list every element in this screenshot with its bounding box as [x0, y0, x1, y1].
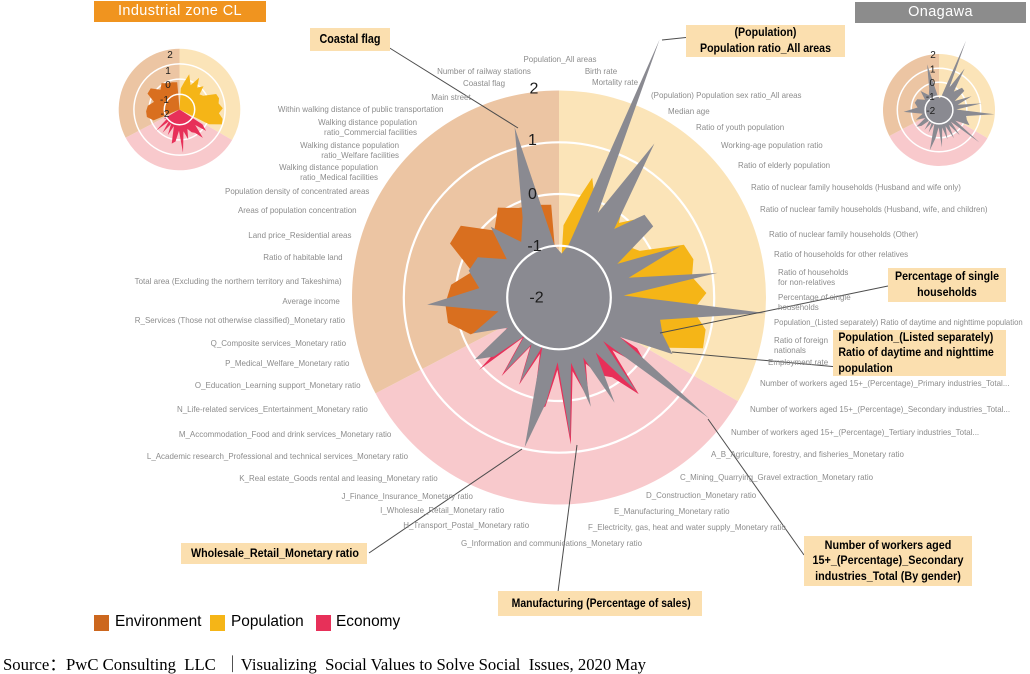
svg-text:-2: -2: [161, 109, 170, 120]
svg-text:2: 2: [530, 81, 539, 98]
svg-text:1: 1: [930, 64, 936, 75]
svg-text:0: 0: [528, 186, 537, 203]
svg-text:0: 0: [930, 78, 936, 89]
svg-text:-1: -1: [527, 238, 541, 255]
svg-text:-1: -1: [926, 92, 935, 103]
svg-text:0: 0: [165, 80, 171, 91]
svg-text:1: 1: [165, 66, 171, 77]
svg-text:-2: -2: [926, 106, 935, 117]
svg-text:1: 1: [528, 132, 537, 149]
svg-text:-2: -2: [529, 290, 543, 307]
svg-text:2: 2: [167, 50, 173, 61]
svg-text:-1: -1: [160, 95, 169, 106]
svg-text:2: 2: [930, 50, 936, 61]
